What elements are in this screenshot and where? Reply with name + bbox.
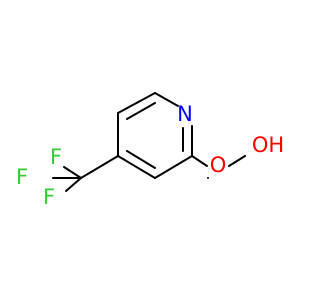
fluorine-bottom-label: F [43,185,55,209]
bond-c4-c5-inner [126,102,156,120]
bond-ring-cf3 [80,155,119,179]
hydroxyl-label: OH [252,133,284,157]
ether-oxygen-label: O [210,153,227,177]
bond-c5-n [154,92,179,107]
structure-canvas: N O OH F F F [16,92,284,209]
ethoxy-chain [191,155,246,179]
pyridine-ring [117,92,193,179]
bond-c-f-top [63,166,82,179]
bond-c4-c5-outer [117,92,156,114]
bond-o-ch2 [228,155,246,167]
fluorine-left-label: F [16,165,28,189]
bond-c2-c1 [154,155,193,179]
molecule-structure: N O OH F F F [16,92,284,209]
fluorine-top-label: F [50,145,62,169]
trifluoromethyl-group [52,155,119,192]
nitrogen-atom-label: N [177,102,193,126]
bond-c1-c3-inner [126,150,156,169]
bond-c1-c3-outer [117,155,156,179]
bond-c-f-bottom [65,177,82,192]
bond-c2-o [191,155,208,167]
